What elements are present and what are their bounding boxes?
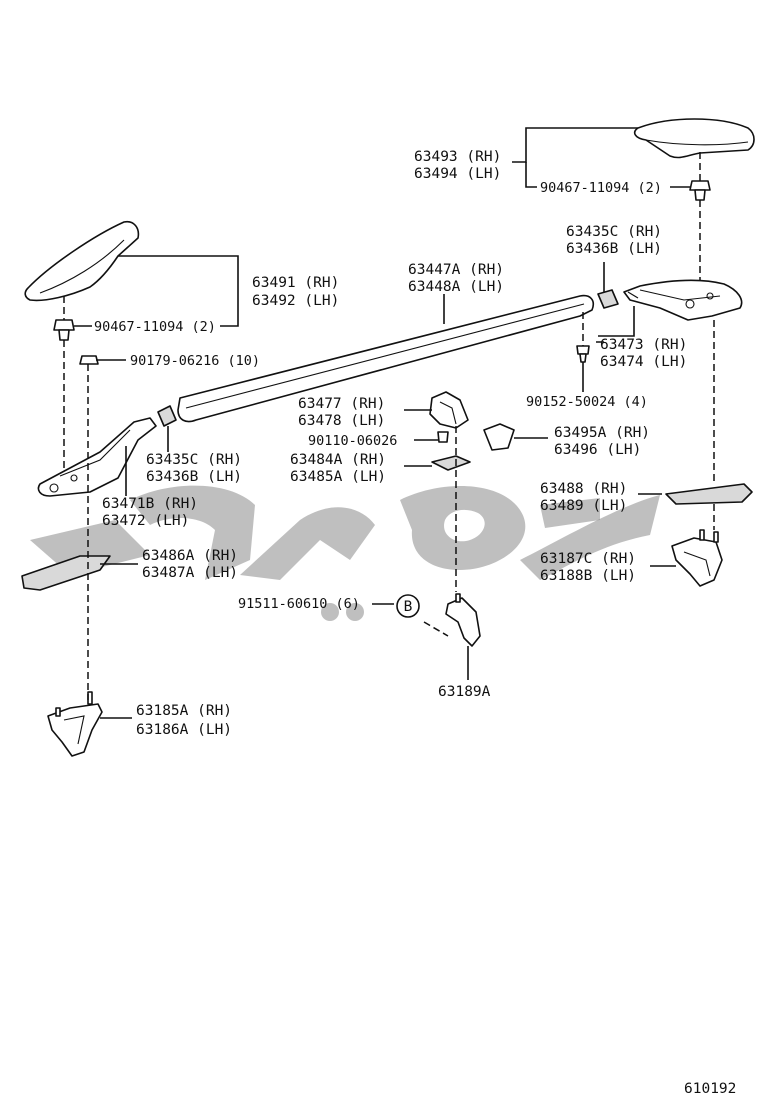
center-bolt-part <box>437 431 449 443</box>
label-63496: 63496 (LH) <box>554 442 641 458</box>
center-support-part <box>429 391 469 429</box>
label-63477: 63477 (RH) <box>298 396 385 412</box>
label-63478: 63478 (LH) <box>298 413 385 429</box>
label-63186a: 63186A (LH) <box>136 722 232 738</box>
label-63447a: 63447A (RH) <box>408 262 504 278</box>
rear-mount-part <box>671 529 723 587</box>
bolt-top-right <box>689 180 711 201</box>
nut-left <box>79 355 99 365</box>
label-63435c-left: 63435C (RH) <box>146 452 242 468</box>
label-63185a: 63185A (RH) <box>136 703 232 719</box>
front-mount-part <box>47 691 103 757</box>
part-labels: 63493 (RH) 63494 (LH) 90467-11094 (2) 63… <box>94 149 736 1097</box>
bolt-left <box>53 319 75 341</box>
label-90179: 90179-06216 (10) <box>130 353 260 369</box>
end-cover-front-part <box>24 220 140 302</box>
label-91511: 91511-60610 (6) <box>238 596 360 612</box>
roof-rail-part <box>177 294 595 423</box>
end-cover-rear-part <box>633 118 755 159</box>
guide-lines <box>63 152 715 700</box>
figure-number: 610192 <box>684 1081 736 1097</box>
label-63435c-top: 63435C (RH) <box>566 224 662 240</box>
label-90110: 90110-06026 <box>308 433 397 449</box>
rear-bracket-part <box>623 279 743 321</box>
watermark-logo <box>30 485 660 621</box>
label-63493: 63493 (RH) <box>414 149 501 165</box>
label-63494: 63494 (LH) <box>414 166 501 182</box>
front-bracket-part <box>37 417 157 497</box>
label-63484a: 63484A (RH) <box>290 452 386 468</box>
label-63486a: 63486A (RH) <box>142 548 238 564</box>
label-63485a: 63485A (LH) <box>290 469 386 485</box>
screw-part <box>576 345 590 363</box>
center-pad-part <box>431 455 471 471</box>
label-63474: 63474 (LH) <box>600 354 687 370</box>
label-63492: 63492 (LH) <box>252 293 339 309</box>
label-63473: 63473 (RH) <box>600 337 687 353</box>
label-90467-left: 90467-11094 (2) <box>94 319 216 335</box>
leader-lines <box>74 127 690 719</box>
label-63189a: 63189A <box>438 684 491 700</box>
label-63436b-top: 63436B (LH) <box>566 241 662 257</box>
label-63472: 63472 (LH) <box>102 513 189 529</box>
side-cover-part <box>483 423 515 451</box>
callout-b-letter: B <box>404 599 413 615</box>
label-63489: 63489 (LH) <box>540 498 627 514</box>
spacer-block-left <box>157 405 177 427</box>
label-63471b: 63471B (RH) <box>102 496 198 512</box>
label-63187c: 63187C (RH) <box>540 551 636 567</box>
label-63495a: 63495A (RH) <box>554 425 650 441</box>
label-63488: 63488 (RH) <box>540 481 627 497</box>
callout-b: B <box>396 594 420 618</box>
label-63436b-left: 63436B (LH) <box>146 469 242 485</box>
label-63491: 63491 (RH) <box>252 275 339 291</box>
label-63448a: 63448A (LH) <box>408 279 504 295</box>
rear-pad-part <box>665 483 753 505</box>
label-63188b: 63188B (LH) <box>540 568 636 584</box>
label-63487a: 63487A (LH) <box>142 565 238 581</box>
label-90467-top: 90467-11094 (2) <box>540 180 662 196</box>
label-90152: 90152-50024 (4) <box>526 394 648 410</box>
front-pad-part <box>21 555 111 591</box>
spacer-block-top <box>597 289 619 309</box>
center-mount-part <box>445 593 481 647</box>
